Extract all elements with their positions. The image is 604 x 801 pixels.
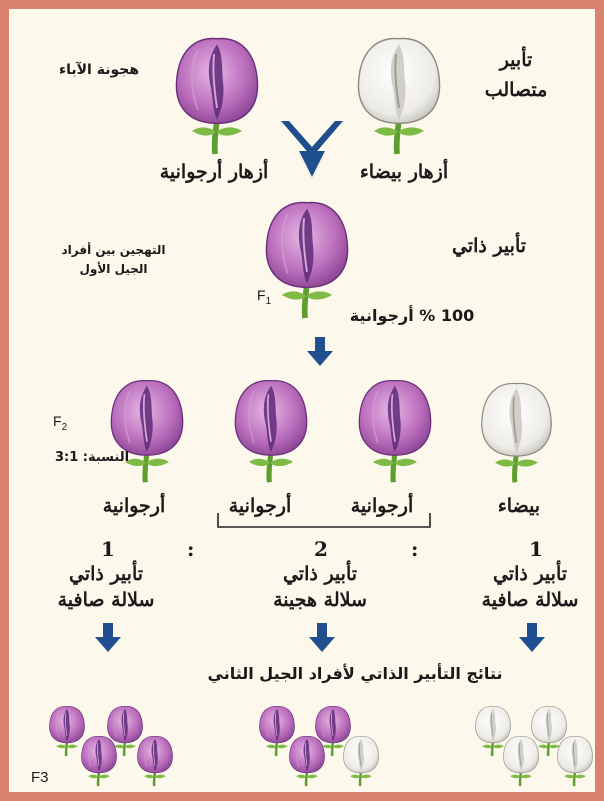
- f2-phenotype-white: بيضاء: [469, 493, 569, 519]
- purple-flower-icon: [77, 733, 121, 787]
- purple-flower-icon: [345, 374, 445, 484]
- count-white-pure: 1: [529, 537, 543, 561]
- group-bracket: [217, 513, 431, 529]
- down-arrow-icon: [517, 623, 547, 653]
- white-flower-icon: [349, 31, 449, 156]
- results-caption: نتائج التأبير الذاتي لأفراد الجيل الثاني: [185, 663, 525, 685]
- white-flower-icon: [499, 733, 543, 787]
- purple-flower-icon: [97, 374, 197, 484]
- f1-result-label: 100 % أرجوانية: [327, 305, 497, 327]
- down-arrow-icon: [307, 623, 337, 653]
- outcome-line-3: سلالة صافية: [469, 587, 591, 613]
- outcome-pollination-3: تأبير ذاتي: [475, 561, 585, 587]
- outcome-pollination-1: تأبير ذاتي: [51, 561, 161, 587]
- cross-pollination-label: تأبير متصالب: [471, 45, 561, 105]
- purple-flower-icon: [285, 733, 329, 787]
- purple-flower-icon: [221, 374, 321, 484]
- purple-flowers-label: أزهار أرجوانية: [159, 159, 269, 185]
- f2-phenotype-purple-1: أرجوانية: [79, 493, 189, 519]
- purple-flower-icon: [257, 195, 357, 320]
- white-flowers-label: أزهار بيضاء: [349, 159, 459, 185]
- outcome-pollination-2: تأبير ذاتي: [265, 561, 375, 587]
- outcome-line-1: سلالة صافية: [45, 587, 167, 613]
- down-arrow-icon: [305, 337, 335, 367]
- down-arrow-icon: [93, 623, 123, 653]
- outcome-line-2: سلالة هجينة: [259, 587, 381, 613]
- parents-hybrid-label: هجونة الآباء: [57, 57, 141, 83]
- count-hybrid: 2: [314, 537, 328, 561]
- f1-crossing-label: التهجين بين أفراد الجيل الأول: [51, 241, 176, 279]
- f3-label: F3: [31, 769, 49, 786]
- white-flower-icon: [339, 733, 383, 787]
- white-flower-icon: [553, 733, 597, 787]
- ratio-colon-2: :: [411, 537, 418, 561]
- purple-flower-icon: [133, 733, 177, 787]
- ratio-colon-1: :: [187, 537, 194, 561]
- f2-label: F2: [53, 413, 67, 433]
- white-flower-icon: [469, 377, 564, 484]
- f1-label: F1: [257, 287, 271, 307]
- ratio-label: النسبة: 3:1: [37, 448, 147, 467]
- converge-arrow-icon: [277, 117, 347, 179]
- purple-flower-icon: [167, 31, 267, 156]
- count-purple-pure: 1: [101, 537, 115, 561]
- self-pollination-label: تأبير ذاتي: [434, 233, 544, 259]
